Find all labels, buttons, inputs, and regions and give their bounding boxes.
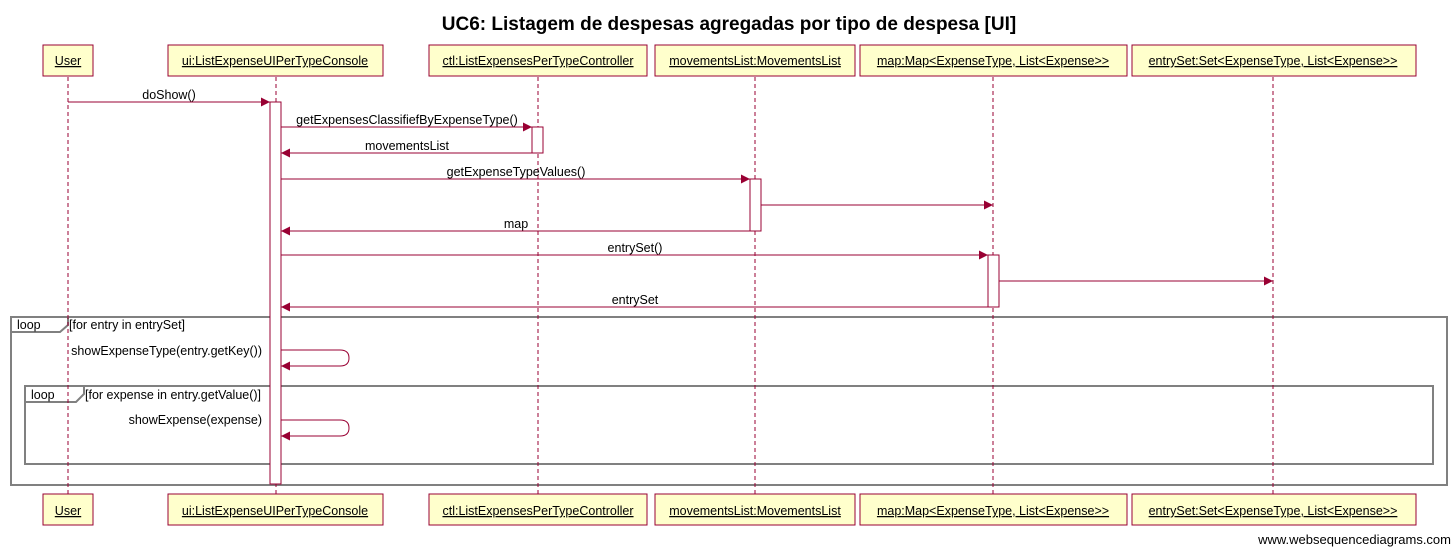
- participant-entry-set: entrySet:Set<ExpenseType, List<Expense>>: [1131, 44, 1417, 77]
- loop-fragment-outer: loop [for entry in entrySet]: [10, 316, 1448, 486]
- activations: [269, 101, 1000, 485]
- activation-ctl: [531, 126, 544, 154]
- participant-label: entrySet:Set<ExpenseType, List<Expense>>: [1149, 504, 1398, 518]
- participant-label: map:Map<ExpenseType, List<Expense>>: [877, 504, 1109, 518]
- participant-label: ui:ListExpenseUIPerTypeConsole: [182, 504, 368, 518]
- participant-map: map:Map<ExpenseType, List<Expense>>: [859, 493, 1128, 526]
- participant-label: entrySet:Set<ExpenseType, List<Expense>>: [1149, 54, 1398, 68]
- message-label: showExpense(expense): [129, 413, 262, 427]
- activation-movements-list: [749, 178, 762, 232]
- message-label: map: [504, 217, 528, 231]
- participant-label: movementsList:MovementsList: [669, 504, 841, 518]
- participants-bottom: User ui:ListExpenseUIPerTypeConsole ctl:…: [42, 493, 1417, 526]
- participant-entry-set: entrySet:Set<ExpenseType, List<Expense>>: [1131, 493, 1417, 526]
- participant-label: User: [55, 54, 81, 68]
- participant-movements-list: movementsList:MovementsList: [654, 493, 856, 526]
- activation-map: [987, 254, 1000, 308]
- participant-label: map:Map<ExpenseType, List<Expense>>: [877, 54, 1109, 68]
- participant-label: ui:ListExpenseUIPerTypeConsole: [182, 54, 368, 68]
- participant-ui: ui:ListExpenseUIPerTypeConsole: [167, 44, 384, 77]
- loop-outer-keyword: loop: [17, 318, 41, 332]
- participant-ctl: ctl:ListExpensesPerTypeController: [428, 44, 648, 77]
- participant-map: map:Map<ExpenseType, List<Expense>>: [859, 44, 1128, 77]
- participant-label: movementsList:MovementsList: [669, 54, 841, 68]
- loop-inner-keyword: loop: [31, 388, 55, 402]
- participant-ctl: ctl:ListExpensesPerTypeController: [428, 493, 648, 526]
- participant-ui: ui:ListExpenseUIPerTypeConsole: [167, 493, 384, 526]
- self-message-arrow: [281, 419, 350, 441]
- message-label: movementsList: [365, 139, 450, 153]
- participant-label: ctl:ListExpensesPerTypeController: [442, 54, 633, 68]
- diagram-title: UC6: Listagem de despesas agregadas por …: [442, 14, 1016, 35]
- loop-inner-guard: [for expense in entry.getValue()]: [85, 388, 261, 402]
- message-label: getExpensesClassifiefByExpenseType(): [296, 113, 518, 127]
- participant-label: User: [55, 504, 81, 518]
- message-label: entrySet: [612, 293, 659, 307]
- lifelines: [67, 77, 1274, 494]
- message-label: getExpenseTypeValues(): [447, 165, 586, 179]
- messages: [68, 97, 1273, 441]
- self-message-arrow: [281, 349, 350, 371]
- message-label: showExpenseType(entry.getKey()): [71, 344, 262, 358]
- participant-user: User: [42, 44, 94, 77]
- loop-outer-guard: [for entry in entrySet]: [69, 318, 185, 332]
- participant-user: User: [42, 493, 94, 526]
- activation-ui: [269, 101, 282, 485]
- participant-movements-list: movementsList:MovementsList: [654, 44, 856, 77]
- watermark: www.websequencediagrams.com: [1257, 532, 1451, 547]
- message-label: entrySet(): [608, 241, 663, 255]
- loop-fragment-inner: loop [for expense in entry.getValue()]: [24, 385, 1434, 465]
- participant-label: ctl:ListExpensesPerTypeController: [442, 504, 633, 518]
- participants-top: User ui:ListExpenseUIPerTypeConsole ctl:…: [42, 44, 1417, 77]
- message-label: doShow(): [142, 88, 196, 102]
- message-labels: doShow() getExpensesClassifiefByExpenseT…: [71, 88, 662, 427]
